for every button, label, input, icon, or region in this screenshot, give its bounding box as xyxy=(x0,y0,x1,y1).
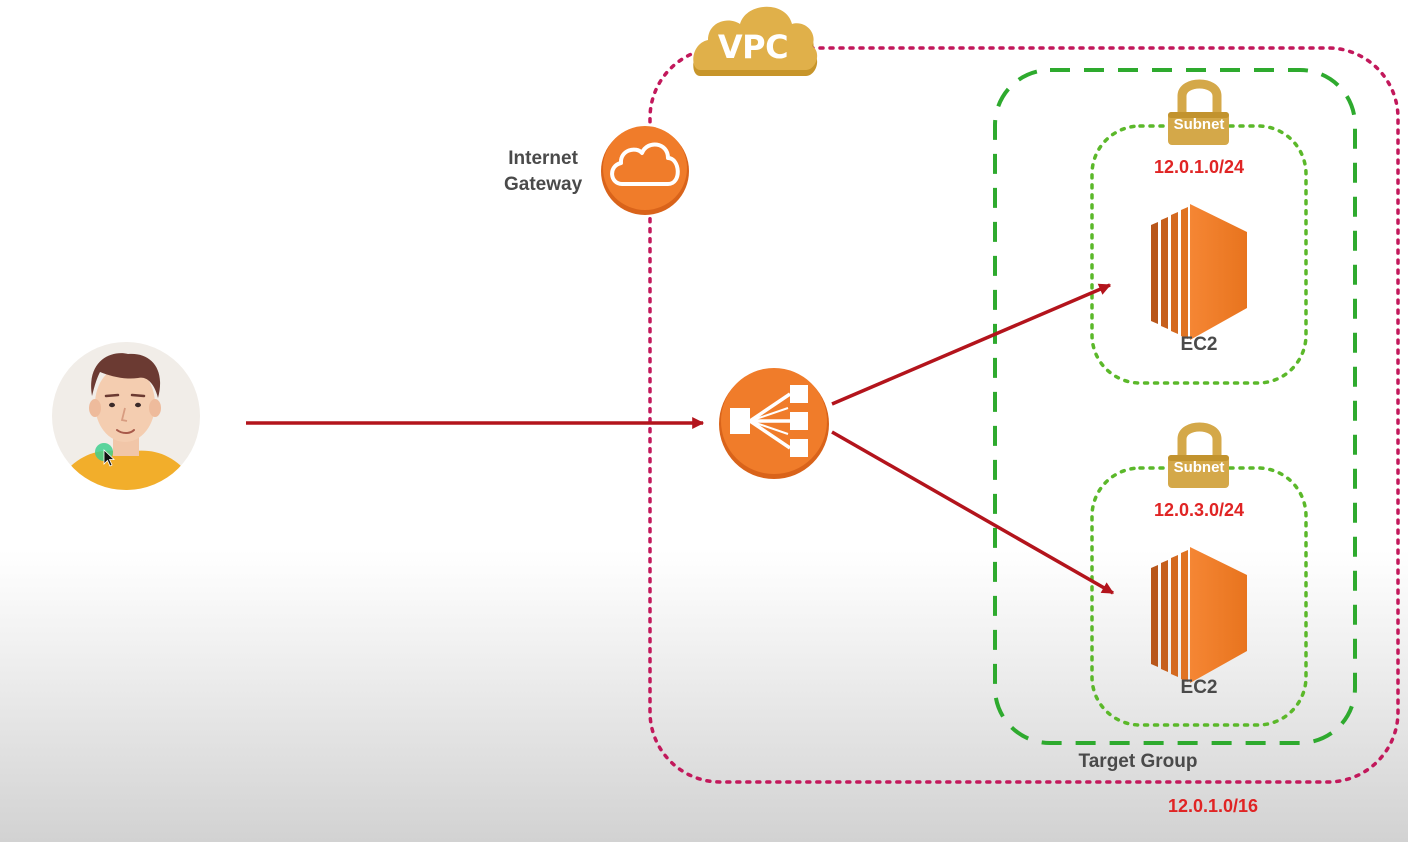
subnet-2-badge: Subnet xyxy=(1173,459,1225,476)
ec2-1-label: EC2 xyxy=(1180,334,1218,355)
ec2-2-icon xyxy=(1151,547,1247,683)
ec2-2-label: EC2 xyxy=(1180,677,1218,698)
cursor-icon xyxy=(103,449,116,467)
subnet-1-cidr: 12.0.1.0/24 xyxy=(1153,157,1245,177)
vpc-label: VPC xyxy=(717,28,789,66)
cloud-icon xyxy=(610,142,680,186)
internet-gateway-label-line1: Internet xyxy=(508,148,578,169)
vpc-cloud-icon xyxy=(693,6,818,76)
target-group-label: Target Group xyxy=(1078,751,1198,772)
vpc-cidr: 12.0.1.0/16 xyxy=(1167,796,1259,816)
subnet-1-badge: Subnet xyxy=(1173,116,1225,133)
ec2-1-icon xyxy=(1151,204,1247,340)
subnet-2-lock-icon xyxy=(1168,422,1229,488)
subnet-1-lock-icon xyxy=(1168,79,1229,145)
internet-gateway-label: Internet Gateway xyxy=(504,146,582,198)
load-balancer-icon xyxy=(719,368,829,479)
target-group-boundary xyxy=(993,68,1357,745)
user-avatar xyxy=(52,342,200,490)
internet-gateway-icon xyxy=(601,126,689,215)
lb-to-ec2-2-arrow xyxy=(831,430,1115,595)
internet-gateway-label-line2: Gateway xyxy=(504,174,583,195)
vpc-boundary xyxy=(648,46,1400,784)
subnet-2-cidr: 12.0.3.0/24 xyxy=(1153,500,1245,520)
lb-to-ec2-1-arrow xyxy=(831,283,1112,406)
